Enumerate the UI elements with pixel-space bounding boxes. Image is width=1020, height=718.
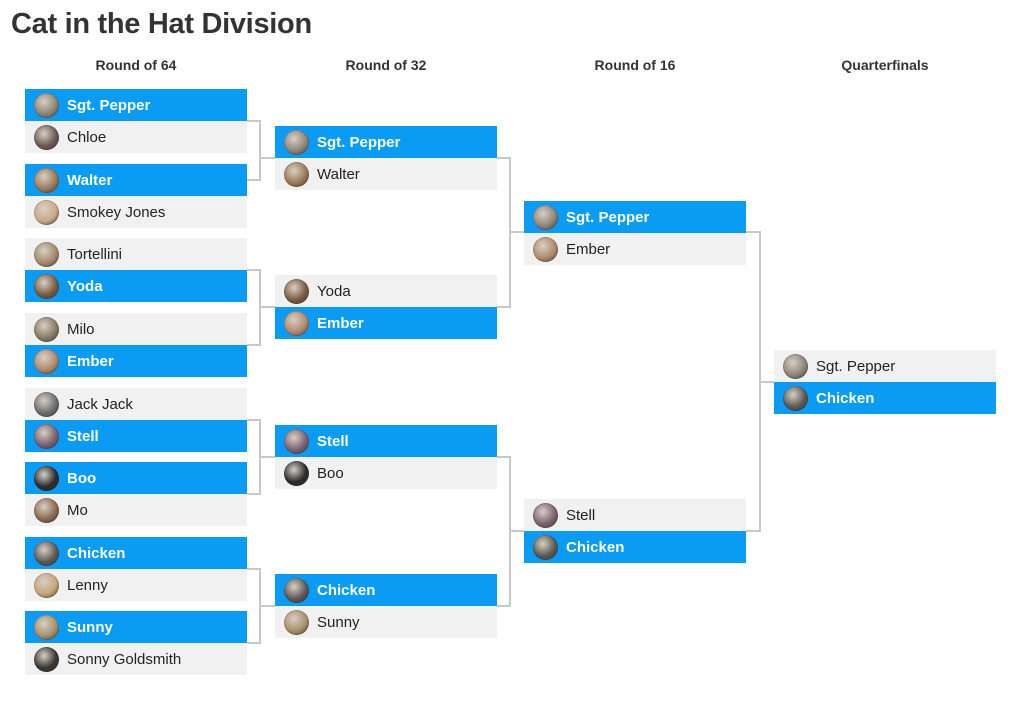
contestant-name: Tortellini: [67, 245, 123, 263]
cat-avatar: [533, 534, 558, 560]
r64-slot[interactable]: Sunny: [25, 611, 247, 643]
contestant-name: Stell: [67, 427, 99, 445]
cat-avatar: [34, 348, 59, 374]
r64-slot[interactable]: Milo: [25, 313, 247, 345]
cat-avatar: [34, 540, 59, 566]
contestant-name: Sgt. Pepper: [317, 133, 401, 151]
r32-slot[interactable]: Ember: [275, 307, 497, 339]
r32-slot[interactable]: Sunny: [275, 606, 497, 638]
round-header-16: Round of 16: [594, 57, 676, 73]
r64-slot[interactable]: Walter: [25, 164, 247, 196]
round-header-quarterfinals: Quarterfinals: [841, 57, 929, 73]
r64-slot[interactable]: Stell: [25, 420, 247, 452]
r64-slot[interactable]: Chicken: [25, 537, 247, 569]
cat-avatar: [34, 614, 59, 640]
contestant-name: Boo: [317, 464, 344, 482]
contestant-name: Ember: [317, 314, 364, 332]
cat-avatar: [34, 316, 59, 342]
cat-avatar: [284, 310, 309, 336]
contestant-name: Walter: [67, 171, 113, 189]
page-title: Cat in the Hat Division: [11, 8, 312, 40]
cat-avatar: [783, 353, 808, 379]
cat-avatar: [284, 609, 309, 635]
contestant-name: Stell: [317, 432, 349, 450]
r64-slot[interactable]: Chloe: [25, 121, 247, 153]
contestant-name: Jack Jack: [67, 395, 133, 413]
cat-avatar: [284, 460, 309, 486]
cat-avatar: [783, 385, 808, 411]
contestant-name: Lenny: [67, 576, 108, 594]
contestant-name: Sgt. Pepper: [566, 208, 650, 226]
r64-slot[interactable]: Jack Jack: [25, 388, 247, 420]
r64-slot[interactable]: Sonny Goldsmith: [25, 643, 247, 675]
contestant-name: Milo: [67, 320, 95, 338]
r64-slot[interactable]: Boo: [25, 462, 247, 494]
contestant-name: Yoda: [317, 282, 351, 300]
r64-slot[interactable]: Lenny: [25, 569, 247, 601]
cat-avatar: [533, 204, 558, 230]
contestant-name: Ember: [67, 352, 114, 370]
cat-avatar: [34, 273, 59, 299]
contestant-name: Sunny: [317, 613, 360, 631]
contestant-name: Sonny Goldsmith: [67, 650, 182, 668]
contestant-name: Chicken: [317, 581, 376, 599]
contestant-name: Walter: [317, 165, 360, 183]
cat-avatar: [34, 497, 59, 523]
r32-slot[interactable]: Yoda: [275, 275, 497, 307]
contestant-name: Sunny: [67, 618, 113, 636]
r16-slot[interactable]: Ember: [524, 233, 746, 265]
qf-slot[interactable]: Chicken: [774, 382, 996, 414]
cat-avatar: [284, 161, 309, 187]
cat-avatar: [34, 465, 59, 491]
r64-slot[interactable]: Sgt. Pepper: [25, 89, 247, 121]
contestant-name: Chicken: [67, 544, 126, 562]
cat-avatar: [533, 502, 558, 528]
contestant-name: Mo: [67, 501, 88, 519]
contestant-name: Boo: [67, 469, 97, 487]
cat-avatar: [284, 129, 309, 155]
contestant-name: Chicken: [566, 538, 625, 556]
round-header-64: Round of 64: [95, 57, 177, 73]
cat-avatar: [34, 199, 59, 225]
qf-slot[interactable]: Sgt. Pepper: [774, 350, 996, 382]
cat-avatar: [34, 391, 59, 417]
cat-avatar: [34, 572, 59, 598]
contestant-name: Chloe: [67, 128, 107, 146]
contestant-name: Chicken: [816, 389, 875, 407]
r64-slot[interactable]: Ember: [25, 345, 247, 377]
contestant-name: Sgt. Pepper: [67, 96, 151, 114]
contestant-name: Ember: [566, 240, 611, 258]
contestant-name: Yoda: [67, 277, 103, 295]
r32-slot[interactable]: Chicken: [275, 574, 497, 606]
r32-slot[interactable]: Walter: [275, 158, 497, 190]
r16-slot[interactable]: Chicken: [524, 531, 746, 563]
cat-avatar: [34, 92, 59, 118]
contestant-name: Stell: [566, 506, 596, 524]
r64-slot[interactable]: Mo: [25, 494, 247, 526]
r32-slot[interactable]: Stell: [275, 425, 497, 457]
contestant-name: Smokey Jones: [67, 203, 166, 221]
r16-slot[interactable]: Stell: [524, 499, 746, 531]
cat-avatar: [533, 236, 558, 262]
r64-slot[interactable]: Yoda: [25, 270, 247, 302]
cat-avatar: [34, 124, 59, 150]
cat-avatar: [284, 278, 309, 304]
cat-avatar: [34, 241, 59, 267]
cat-avatar: [34, 423, 59, 449]
cat-avatar: [284, 577, 309, 603]
round-header-32: Round of 32: [345, 57, 427, 73]
r16-slot[interactable]: Sgt. Pepper: [524, 201, 746, 233]
r32-slot[interactable]: Boo: [275, 457, 497, 489]
r64-slot[interactable]: Tortellini: [25, 238, 247, 270]
cat-avatar: [284, 428, 309, 454]
r64-slot[interactable]: Smokey Jones: [25, 196, 247, 228]
cat-avatar: [34, 646, 59, 672]
cat-avatar: [34, 167, 59, 193]
contestant-name: Sgt. Pepper: [816, 357, 896, 375]
r32-slot[interactable]: Sgt. Pepper: [275, 126, 497, 158]
